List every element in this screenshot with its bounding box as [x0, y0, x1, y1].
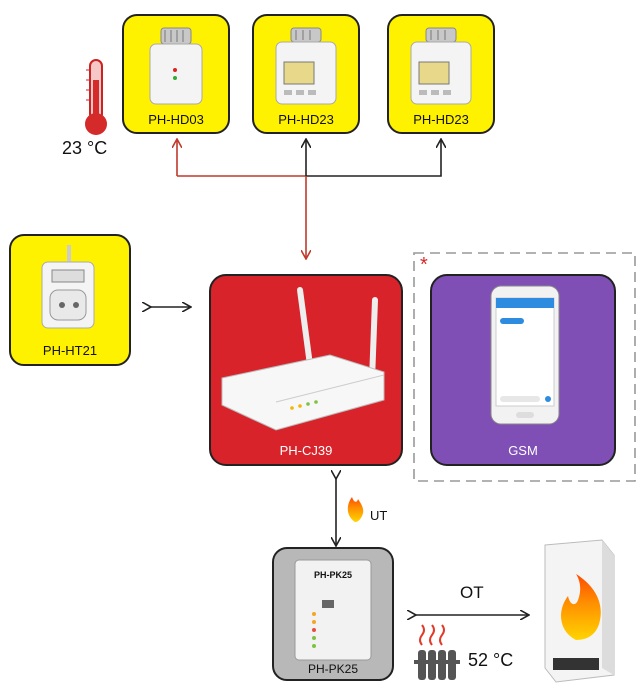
radiator-icon: [414, 650, 460, 680]
boiler-temperature: 52 °C: [468, 650, 514, 670]
connector-top: [177, 140, 441, 258]
smartphone-icon: [490, 285, 560, 425]
device-gsm: [430, 274, 616, 466]
thermostat-head-icon: [149, 27, 203, 105]
optional-marker: *: [420, 254, 428, 276]
label-ph-hd23-b: PH-HD23: [413, 112, 469, 127]
thermostat-head-icon: [275, 27, 337, 105]
label-ut: UT: [370, 508, 388, 523]
router-icon: [221, 287, 385, 431]
flame-icon: [347, 497, 364, 522]
device-ph-hd03: [122, 14, 230, 134]
device-ph-ht21: [9, 234, 131, 366]
label-ph-hd03: PH-HD03: [148, 112, 204, 127]
pk25-face-title: PH-PK25: [313, 570, 352, 580]
device-ph-hd23-b: [387, 14, 495, 134]
label-ph-hd23-a: PH-HD23: [278, 112, 334, 127]
label-ph-ht21: PH-HT21: [42, 343, 98, 358]
thermometer-icon: [85, 59, 107, 135]
optional-box: [413, 252, 636, 482]
heat-waves-icon: [419, 624, 445, 646]
device-ph-cj39: [209, 274, 403, 466]
label-gsm: GSM: [508, 443, 538, 458]
socket-timer-icon: [41, 245, 95, 329]
label-ph-cj39: PH-CJ39: [279, 443, 333, 458]
device-ph-hd23-a: [252, 14, 360, 134]
label-ot: OT: [460, 583, 484, 602]
device-ph-pk25: [272, 547, 394, 681]
boiler-icon: [544, 539, 615, 683]
label-ph-pk25: PH-PK25: [307, 662, 359, 676]
thermostat-head-icon: [410, 27, 472, 105]
room-temperature: 23 °C: [62, 138, 108, 158]
